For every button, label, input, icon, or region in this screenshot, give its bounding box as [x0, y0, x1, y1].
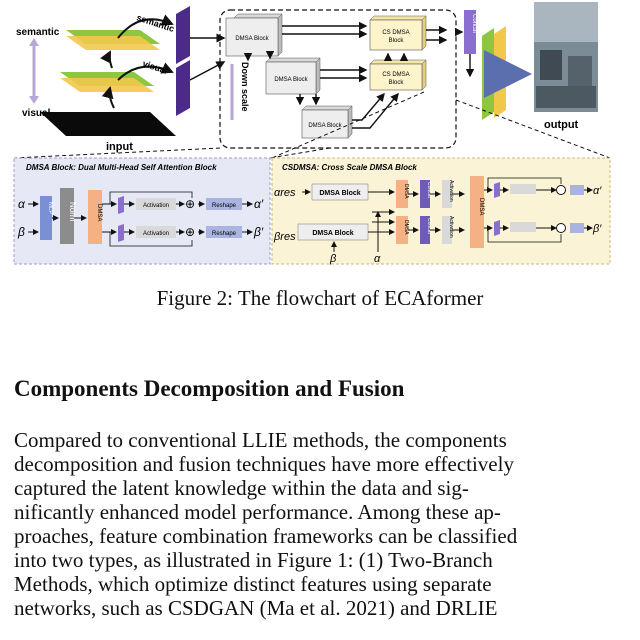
cs-dmsa-block-top: CS DMSA Block [369, 15, 427, 51]
ecaformer-flowchart: semantic visual input semantic visual DM… [13, 2, 611, 265]
reshape-box-2 [206, 226, 242, 238]
semantic-arrow-label: semantic [135, 12, 175, 34]
output-label: output [544, 119, 579, 131]
input-label: input [106, 141, 133, 153]
output-image [534, 2, 598, 112]
figure-caption: Figure 2: The flowchart of ECAformer [156, 286, 484, 310]
body-line: Compared to conventional LLIE methods, t… [14, 428, 507, 452]
svg-text:Concat: Concat [426, 218, 432, 234]
svg-text:Activation: Activation [448, 180, 454, 202]
svg-text:Norm: Norm [68, 202, 77, 222]
body-line: Methods, which optimize distinct feature… [14, 572, 492, 596]
svg-text:DMSA Block: DMSA Block [235, 36, 269, 42]
csdmsa-alpha-out: α′ [593, 185, 602, 197]
visual-feature [176, 60, 190, 116]
svg-text:DMSA Block: DMSA Block [274, 77, 308, 83]
mid-layer-yellow [60, 78, 154, 92]
csdmsa-beta-out: β′ [592, 223, 602, 235]
beta-out: β′ [253, 225, 264, 239]
csdmsa-concat-1 [420, 180, 430, 208]
csdmsa-activation-1 [442, 180, 452, 208]
csdmsa-dmsa-big [470, 176, 484, 248]
dmsa-block-mid: DMSA Block [265, 57, 321, 95]
csdmsa-dmsa-2 [396, 216, 408, 244]
body-line: captured the latent knowledge within the… [14, 476, 469, 500]
body-line: proaches, feature combination frameworks… [14, 524, 518, 548]
alpha-in: α [18, 197, 26, 211]
activation-box-1 [136, 198, 176, 210]
svg-text:DMSA Block: DMSA Block [312, 230, 353, 237]
svg-text:⊕: ⊕ [185, 225, 195, 239]
svg-text:MLP: MLP [47, 202, 53, 214]
reshape-box-1 [206, 198, 242, 210]
svg-text:Activation: Activation [143, 203, 169, 209]
layer-stack: input [40, 30, 176, 153]
svg-text:Reshape: Reshape [212, 231, 237, 237]
dmsa-detail-title: DMSA Block: Dual Multi-Head Self Attenti… [26, 163, 217, 172]
svg-text:Reshape: Reshape [212, 203, 237, 209]
dmsa-detail-panel: DMSA Block: Dual Multi-Head Self Attenti… [13, 157, 271, 265]
activation-box-2 [136, 226, 176, 238]
csdmsa-activation-2 [442, 216, 452, 244]
svg-text:CS DMSA: CS DMSA [382, 30, 409, 36]
beta-in: β [17, 225, 25, 239]
semantic-label-left: semantic [16, 27, 60, 38]
body-line: into two types, as illustrated in Figure… [14, 548, 493, 572]
body-line: networks, such as CSDGAN (Ma et al. 2021… [14, 596, 498, 620]
concat-label: Concat [471, 14, 477, 33]
dmsa-box [88, 190, 102, 244]
beta-res: βres [273, 231, 296, 243]
section-heading: Components Decomposition and Fusion [14, 376, 405, 401]
encoder-arrows [243, 21, 448, 129]
body-line: decomposition and fusion techniques have… [14, 452, 514, 476]
svg-text:DMSA: DMSA [96, 204, 102, 221]
visual-label-left: visual [22, 108, 51, 119]
visual-arrow-label: visual [141, 58, 168, 75]
svg-text:Block: Block [389, 80, 405, 86]
alpha-res: αres [274, 187, 296, 199]
alpha-input: α [374, 253, 381, 265]
csdmsa-dmsa-1 [396, 180, 408, 208]
svg-text:DMSA: DMSA [478, 198, 484, 215]
mlp-box [40, 196, 52, 240]
svg-text:DMSA: DMSA [403, 220, 409, 235]
svg-text:DMSA Block: DMSA Block [319, 190, 360, 197]
csdmsa-concat-2 [420, 216, 430, 244]
svg-text:⊕: ⊕ [185, 197, 195, 211]
beta-input: β [329, 253, 337, 265]
norm-box [60, 188, 74, 244]
top-layer-yellow [66, 36, 160, 50]
semantic-feature [176, 6, 190, 64]
output-yellow-layer [494, 26, 506, 118]
dmsa-block-top: DMSA Block [225, 13, 283, 57]
svg-text:DMSA Block: DMSA Block [308, 123, 342, 129]
encoder-region [219, 9, 457, 149]
semantic-visual-axis: semantic visual [16, 27, 60, 119]
concat-box [464, 10, 476, 54]
svg-text:Block: Block [389, 38, 405, 44]
svg-text:Activation: Activation [143, 231, 169, 237]
csdmsa-detail-title: CSDMSA: Cross Scale DMSA Block [282, 163, 417, 172]
body-text: Compared to conventional LLIE methods, t… [14, 428, 626, 620]
dmsa-block-bottom: DMSA Block [301, 105, 353, 139]
cs-dmsa-block-mid: CS DMSA Block [369, 59, 427, 91]
alpha-out: α′ [254, 197, 264, 211]
input-image [40, 112, 176, 136]
body-line: nificantly enhanced model performance. A… [14, 500, 501, 524]
csdmsa-detail-panel: CSDMSA: Cross Scale DMSA Block αres βres… [271, 157, 611, 265]
svg-text:CS DMSA: CS DMSA [382, 72, 409, 78]
svg-text:Concat: Concat [426, 182, 432, 198]
svg-text:Activation: Activation [448, 216, 454, 238]
output-green-layer [482, 28, 494, 120]
down-scale-label: Down scale [240, 62, 250, 112]
svg-text:DMSA: DMSA [403, 184, 409, 199]
